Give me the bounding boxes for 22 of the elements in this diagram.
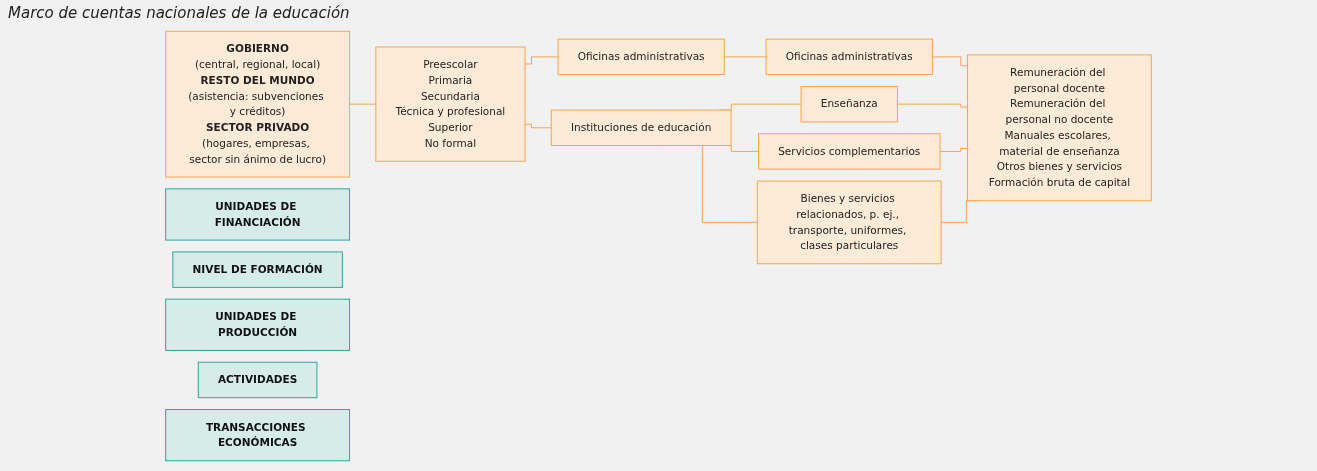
connector	[931, 56, 968, 67]
node-box: NIVEL DE FORMACIÓN	[172, 251, 343, 288]
node-box: Servicios complementarios	[758, 133, 941, 170]
node-box: TRANSACCIONES ECONÓMICAS	[165, 409, 351, 462]
node-box: UNIDADES DE PRODUCCIÓN	[165, 298, 351, 351]
node-box: Bienes y servicios relacionados, p. ej., transporte, uniformes, clases particulares	[756, 180, 942, 265]
node-box: GOBIERNO (central, regional, local) RESTO DEL MUNDO (asistencia: subvenciones y créditos) SECTOR PRIVADO (hogares, empresas, sector sin ánimo de lucro)	[165, 30, 351, 178]
connector	[524, 56, 559, 65]
node-box: Oficinas administrativas	[765, 38, 933, 76]
connector	[524, 123, 552, 129]
connector	[939, 148, 968, 152]
node-box: UNIDADES DE FINANCIACIÓN	[165, 188, 351, 241]
node-box: Preescolar Primaria Secundaria Técnica y profesional Superior No formal	[375, 46, 526, 162]
node-box: Instituciones de educación	[550, 109, 732, 146]
node-box: Remuneración del personal docente Remuneración del personal no docente Manuales escolares, material de enseñanza Otros bienes y servicios Formación bruta de capital	[966, 54, 1152, 202]
connector	[723, 56, 767, 58]
connector	[349, 103, 377, 105]
diagram-title: Marco de cuentas nacionales de la educación	[7, 3, 351, 24]
connector	[896, 103, 968, 108]
node-box: Enseñanza	[800, 85, 898, 123]
node-box: Oficinas administrativas	[557, 38, 725, 76]
node-box: ACTIVIDADES	[197, 361, 318, 399]
